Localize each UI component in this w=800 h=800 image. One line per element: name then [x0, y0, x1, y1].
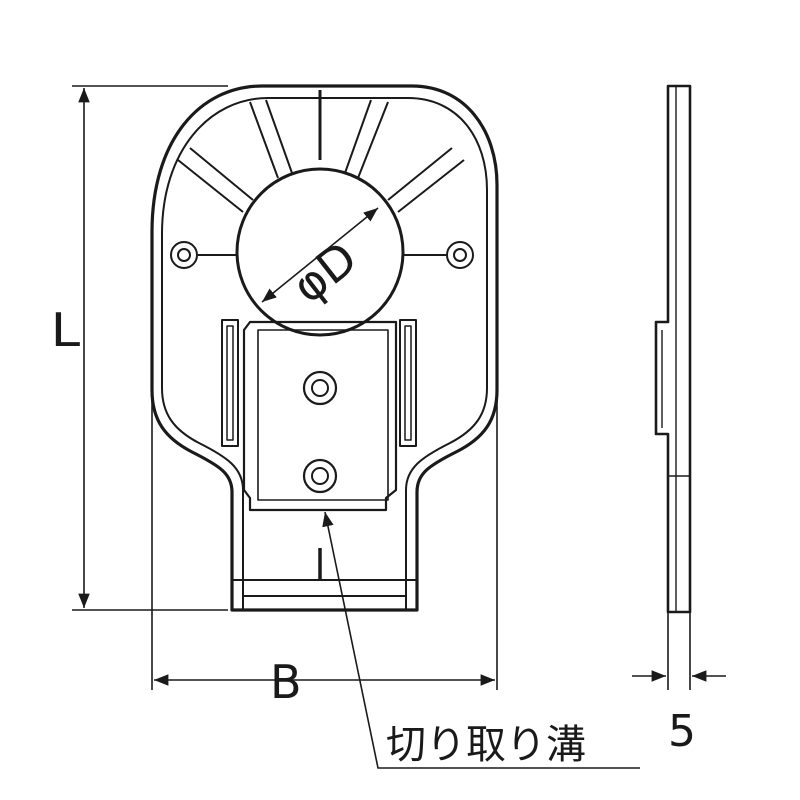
side-hole-left — [170, 241, 237, 269]
diameter-dimension-line — [261, 207, 379, 303]
diameter-label: φD — [282, 231, 367, 314]
front-view — [150, 84, 499, 612]
bottom-flange — [232, 579, 417, 597]
thickness-label: 5 — [668, 706, 696, 757]
screw-hole-upper — [302, 370, 338, 406]
side-profile — [654, 84, 692, 614]
mount-plate-inner — [257, 329, 389, 501]
width-label: B — [270, 655, 302, 709]
side-hole-right — [403, 241, 474, 269]
dimension-lines — [72, 85, 726, 769]
screw-hole-lower — [302, 458, 338, 494]
slot-right — [399, 319, 417, 447]
length-label: L — [51, 303, 81, 357]
mount-plate — [242, 320, 398, 512]
cut-groove-label: 切り取り溝 — [386, 722, 586, 768]
cut-groove-leader — [322, 511, 640, 769]
plate-inner-rim — [161, 97, 488, 581]
plate-outline — [150, 84, 499, 612]
slot-left — [221, 319, 239, 447]
slot-left-inner — [226, 325, 234, 441]
center-hole — [235, 167, 405, 337]
radial-ribs — [177, 99, 465, 213]
slot-right-inner — [404, 325, 412, 441]
side-view — [654, 84, 692, 614]
